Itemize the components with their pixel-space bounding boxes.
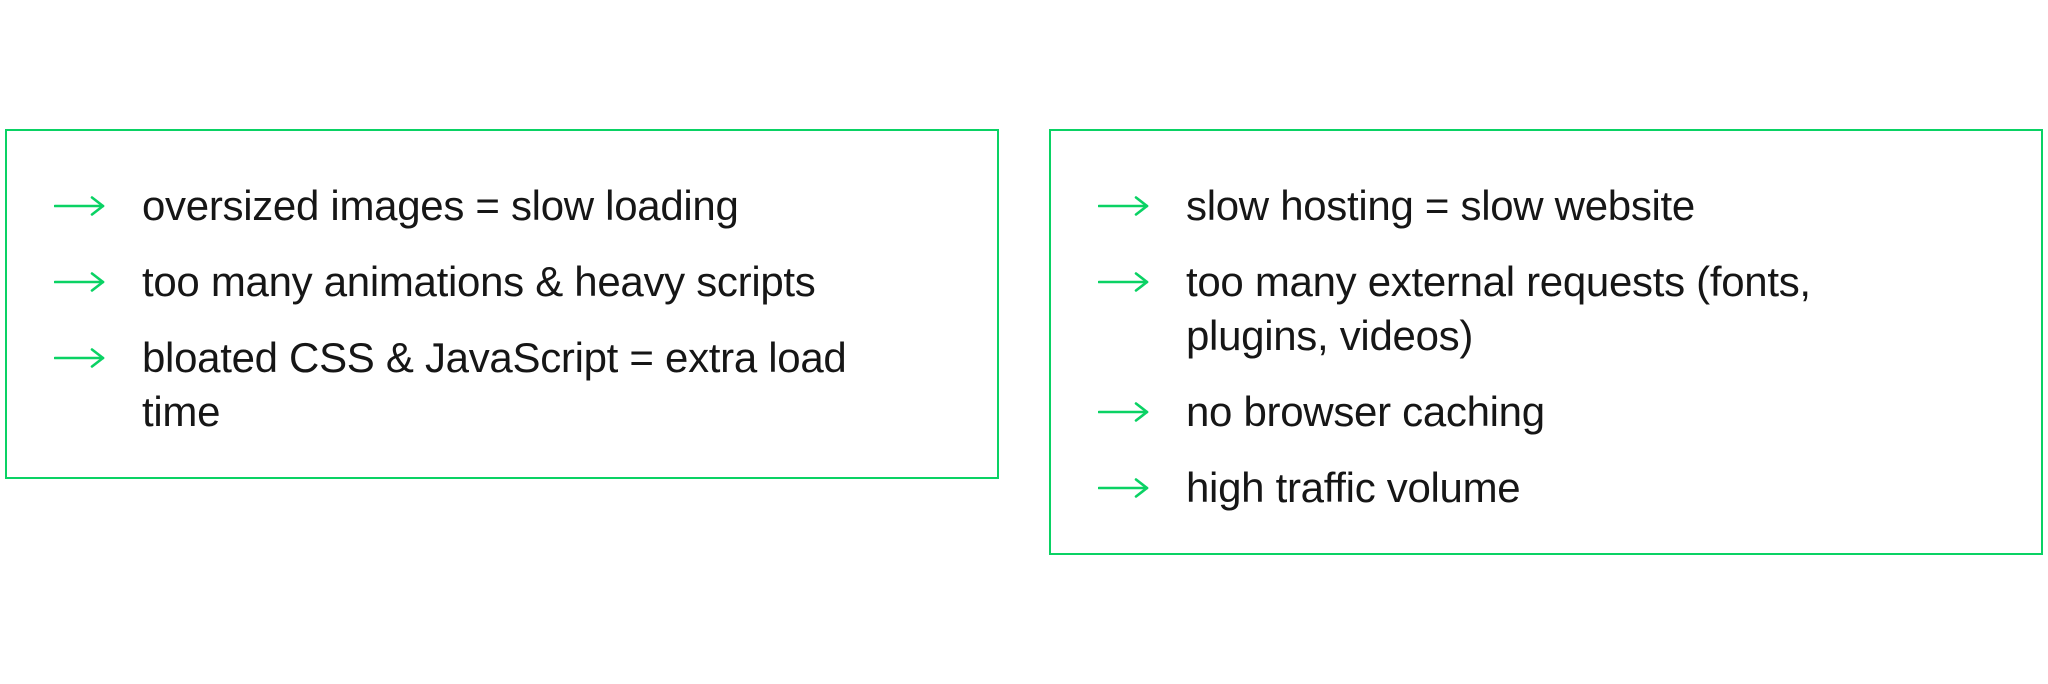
arrow-right-icon xyxy=(1098,385,1150,439)
list-item-text: too many external requests (fonts, plugin… xyxy=(1186,255,1811,363)
list-item-text: no browser caching xyxy=(1186,385,1545,439)
arrow-right-icon xyxy=(54,348,105,368)
arrow-right-icon xyxy=(54,179,106,233)
arrow-right-icon xyxy=(1098,179,1150,233)
list-item: no browser caching xyxy=(1098,385,2005,439)
arrow-right-icon xyxy=(1098,196,1149,216)
list-item-text: too many animations & heavy scripts xyxy=(142,255,816,309)
arrow-right-icon xyxy=(54,196,105,216)
arrow-right-icon xyxy=(1098,402,1149,422)
list-item: too many animations & heavy scripts xyxy=(54,255,961,309)
list-item-line: slow hosting = slow website xyxy=(1186,182,1695,229)
list-item: high traffic volume xyxy=(1098,461,2005,515)
list-item-text: oversized images = slow loading xyxy=(142,179,739,233)
list-item-text: slow hosting = slow website xyxy=(1186,179,1695,233)
list-item-line: oversized images = slow loading xyxy=(142,182,739,229)
list-item: too many external requests (fonts, plugin… xyxy=(1098,255,2005,363)
arrow-right-icon xyxy=(1098,272,1149,292)
list-item-line: plugins, videos) xyxy=(1186,312,1474,359)
list-item-line: time xyxy=(142,388,221,435)
arrow-right-icon xyxy=(1098,461,1150,515)
arrow-right-icon xyxy=(54,331,106,385)
list-item-line: no browser caching xyxy=(1186,388,1545,435)
list-item-text: bloated CSS & JavaScript = extra load tim… xyxy=(142,331,847,439)
list-item: bloated CSS & JavaScript = extra load tim… xyxy=(54,331,961,439)
arrow-right-icon xyxy=(1098,478,1149,498)
arrow-right-icon xyxy=(54,255,106,309)
arrow-right-icon xyxy=(54,272,105,292)
list-item-line: bloated CSS & JavaScript = extra load xyxy=(142,334,847,381)
list-item: oversized images = slow loading xyxy=(54,179,961,233)
left-causes-box: oversized images = slow loading too many … xyxy=(5,129,999,479)
list-item-line: too many animations & heavy scripts xyxy=(142,258,816,305)
list-item-text: high traffic volume xyxy=(1186,461,1521,515)
right-causes-box: slow hosting = slow website too many exte… xyxy=(1049,129,2043,555)
list-item-line: too many external requests (fonts, xyxy=(1186,258,1811,305)
arrow-right-icon xyxy=(1098,255,1150,309)
list-item-line: high traffic volume xyxy=(1186,464,1521,511)
list-item: slow hosting = slow website xyxy=(1098,179,2005,233)
